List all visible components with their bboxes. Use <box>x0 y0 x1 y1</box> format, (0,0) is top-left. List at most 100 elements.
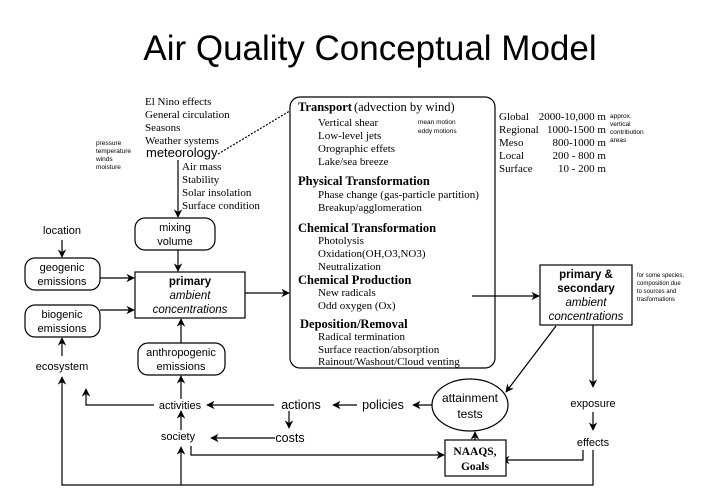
svg-text:Oxidation(OH,O3,NO3): Oxidation(OH,O3,NO3) <box>318 248 426 260</box>
svg-text:approx.: approx. <box>610 113 632 120</box>
diagram-title: Air Quality Conceptual Model <box>143 29 596 68</box>
arrow-activities-ecosystem <box>81 388 154 406</box>
actions-label: actions <box>281 398 321 412</box>
svg-text:winds: winds <box>95 156 113 163</box>
meteorology-scales: El Nino effects General circulation Seas… <box>145 96 230 147</box>
activities-label: activities <box>159 400 202 412</box>
naaqs-goals-box <box>444 439 507 477</box>
secondary-label: primary & <box>559 269 613 281</box>
svg-text:Global: Global <box>499 111 529 123</box>
processes-text: Transport(advection by wind) Vertical sh… <box>298 100 479 368</box>
svg-text:Regional: Regional <box>499 124 539 136</box>
svg-text:General circulation: General circulation <box>145 109 230 121</box>
effects-label: effects <box>577 437 610 449</box>
arrow-meteorology-transport <box>217 105 299 155</box>
biogenic-label: emissions <box>38 323 87 335</box>
svg-text:eddy motions: eddy motions <box>418 128 457 135</box>
costs-label: costs <box>275 431 304 445</box>
secondary-concentrations-box <box>539 264 633 326</box>
svg-text:trasformations: trasformations <box>637 297 675 303</box>
primary-concentrations-box <box>134 271 246 319</box>
secondary-label: ambient <box>566 297 608 309</box>
biogenic-label: biogenic <box>42 309 83 321</box>
svg-text:moisture: moisture <box>96 164 121 171</box>
svg-text:for some species,: for some species, <box>637 273 684 279</box>
anthropogenic-label: anthropogenic <box>146 347 216 359</box>
svg-text:Chemical Production: Chemical Production <box>298 273 411 287</box>
svg-text:Surface condition: Surface condition <box>182 200 260 212</box>
svg-text:1000-1500 m: 1000-1500 m <box>547 124 606 136</box>
meteorology-label: meteorology <box>146 145 218 160</box>
attainment-label: attainment <box>442 391 499 405</box>
feedback-effects-ecosystem <box>57 376 594 486</box>
svg-text:2000-10,000 m: 2000-10,000 m <box>539 111 607 123</box>
secondary-label: concentrations <box>549 311 624 323</box>
svg-text:New radicals: New radicals <box>318 287 376 299</box>
primary-label: primary <box>169 276 212 288</box>
meteorology-variables: pressure temperature winds moisture <box>95 140 131 171</box>
policies-label: policies <box>362 398 404 412</box>
location-label: location <box>43 225 81 237</box>
svg-text:Solar insolation: Solar insolation <box>182 187 252 199</box>
naaqs-label: NAAQS, <box>453 446 496 458</box>
secondary-note: for some species, composition due to sou… <box>637 273 684 303</box>
svg-text:Odd oxygen (Ox): Odd oxygen (Ox) <box>318 300 396 312</box>
primary-label: ambient <box>170 290 212 302</box>
svg-text:Vertical shear: Vertical shear <box>318 117 378 129</box>
arrow-effects-naaqs <box>501 450 584 465</box>
arrow-society-naaqs <box>190 446 445 460</box>
svg-text:Deposition/Removal: Deposition/Removal <box>300 317 408 331</box>
biogenic-emissions-box <box>24 304 101 338</box>
arrow-secondary-attainment <box>505 325 557 393</box>
svg-text:temperature: temperature <box>96 148 131 155</box>
society-label: society <box>161 431 196 443</box>
svg-text:Rainout/Washout/Cloud venting: Rainout/Washout/Cloud venting <box>318 356 460 368</box>
attainment-label: tests <box>457 407 482 421</box>
svg-text:Physical Transformation: Physical Transformation <box>298 174 430 188</box>
svg-text:vertical: vertical <box>610 121 631 128</box>
svg-text:areas: areas <box>610 137 627 144</box>
svg-text:Transport(advection by wind): Transport(advection by wind) <box>298 100 455 114</box>
svg-text:Air mass: Air mass <box>182 161 221 173</box>
svg-text:mean motion: mean motion <box>418 119 456 126</box>
svg-text:Radical termination: Radical termination <box>318 331 406 343</box>
meteorology-local: Air mass Stability Solar insolation Surf… <box>182 161 260 212</box>
svg-text:Surface: Surface <box>499 163 533 175</box>
secondary-label: secondary <box>557 283 615 295</box>
svg-text:800-1000 m: 800-1000 m <box>553 137 607 149</box>
svg-text:Lake/sea breeze: Lake/sea breeze <box>318 156 389 168</box>
geogenic-label: emissions <box>38 276 87 288</box>
anthropogenic-label: emissions <box>157 361 206 373</box>
svg-text:Phase change (gas-particle par: Phase change (gas-particle partition) <box>318 189 479 201</box>
svg-text:Orographic effets: Orographic effets <box>318 143 395 155</box>
svg-text:El Nino effects: El Nino effects <box>145 96 211 108</box>
geogenic-emissions-box <box>24 257 101 291</box>
svg-text:Seasons: Seasons <box>145 122 180 134</box>
processes-box <box>289 96 496 369</box>
mixing-label: mixing <box>159 222 191 234</box>
svg-text:contribution: contribution <box>610 129 644 136</box>
svg-text:Neutralization: Neutralization <box>318 261 381 273</box>
attainment-tests-ellipse <box>431 378 509 432</box>
svg-text:Meso: Meso <box>499 137 524 149</box>
naaqs-label: Goals <box>461 461 490 473</box>
svg-text:Photolysis: Photolysis <box>318 235 364 247</box>
mixing-volume-box <box>134 217 216 251</box>
exposure-label: exposure <box>570 398 615 410</box>
svg-text:Chemical Transformation: Chemical Transformation <box>298 221 436 235</box>
svg-text:composition due: composition due <box>637 281 681 287</box>
svg-text:10 - 200 m: 10 - 200 m <box>558 163 606 175</box>
svg-text:200 - 800 m: 200 - 800 m <box>553 150 607 162</box>
ecosystem-label: ecosystem <box>36 361 89 373</box>
mixing-label: volume <box>157 236 192 248</box>
primary-label: concentrations <box>153 304 228 316</box>
svg-text:to sources and: to sources and <box>637 289 676 295</box>
geogenic-label: geogenic <box>40 262 85 274</box>
svg-text:pressure: pressure <box>96 140 122 147</box>
svg-text:Stability: Stability <box>182 174 220 186</box>
svg-text:Surface reaction/absorption: Surface reaction/absorption <box>318 344 440 356</box>
svg-text:Local: Local <box>499 150 524 162</box>
svg-text:Low-level jets: Low-level jets <box>318 130 381 142</box>
